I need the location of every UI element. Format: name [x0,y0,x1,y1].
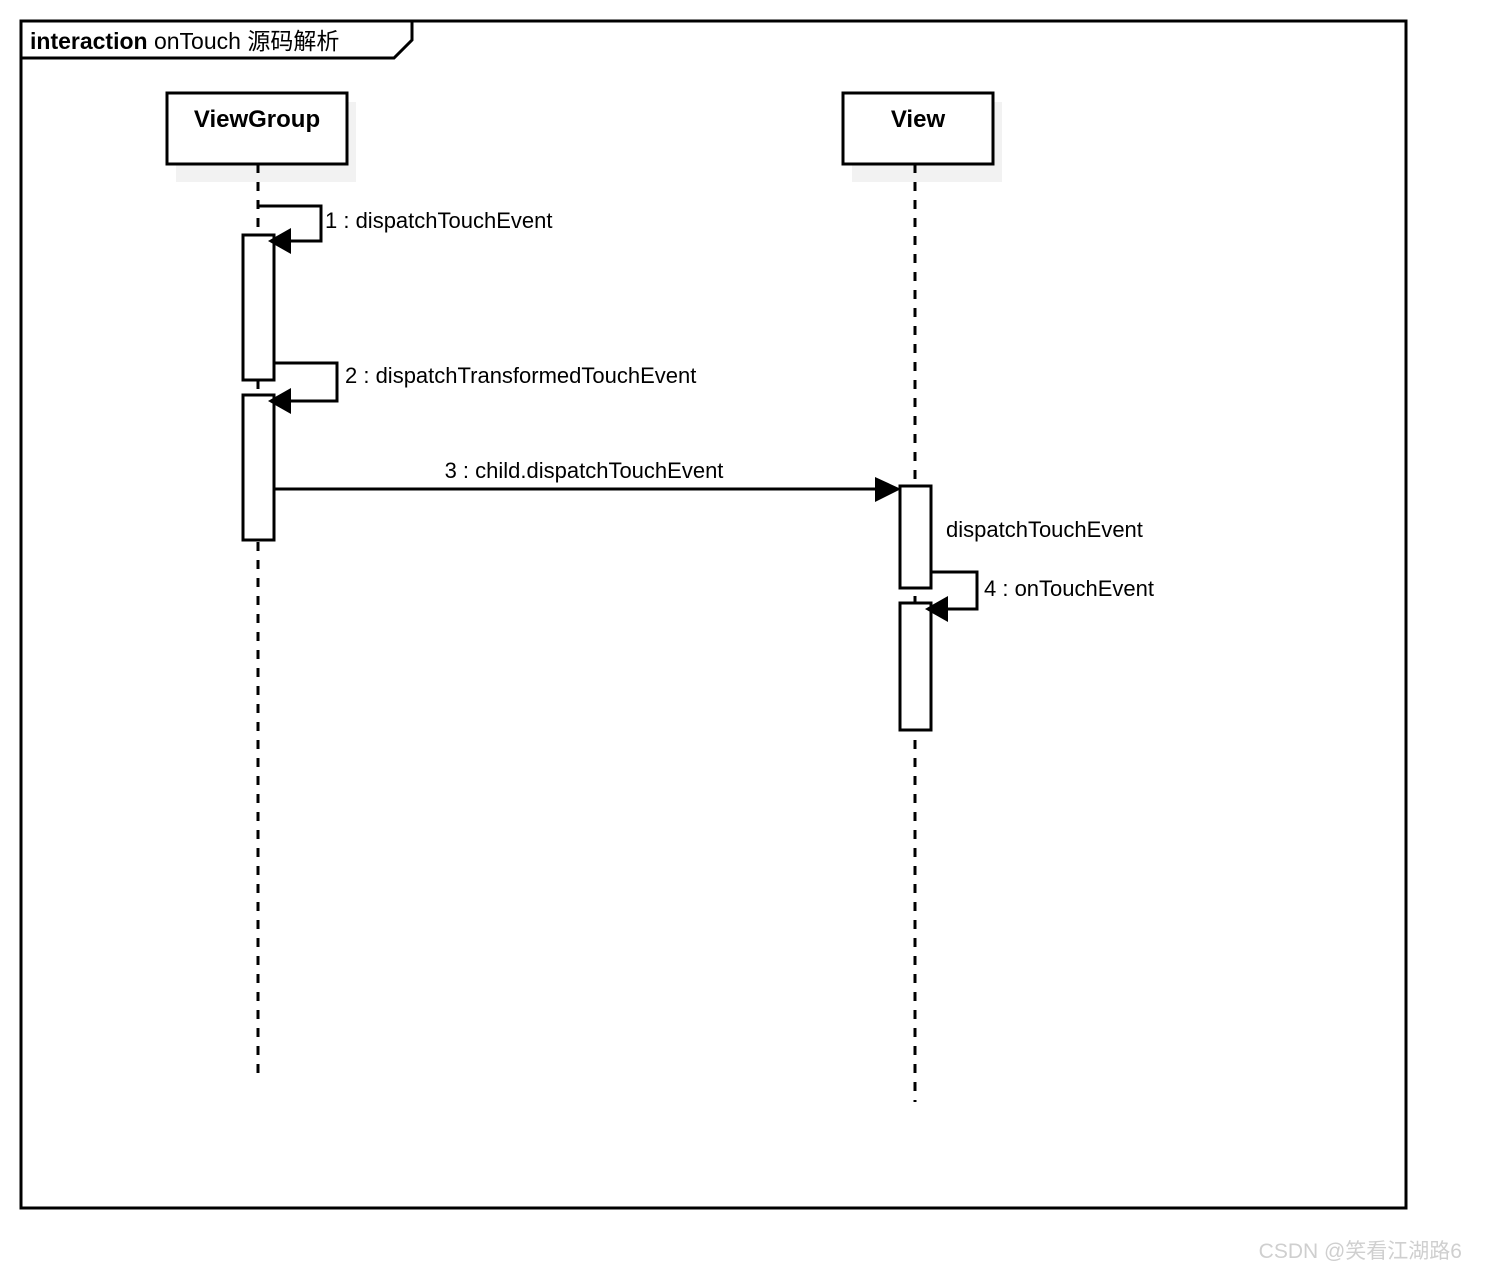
message-2-line[interactable] [274,361,339,403]
view-label: View [891,106,946,133]
message-1-label: 1 : dispatchTouchEvent [325,208,552,233]
message-1-line[interactable] [258,204,323,243]
message-4-line[interactable] [931,570,979,611]
view-activation-1 [898,484,933,590]
view-activation-2 [898,601,933,732]
viewgroup-activation-1 [241,233,276,382]
view-activation-label: dispatchTouchEvent [946,517,1143,542]
frame-title-text: interaction onTouch 源码解析 [30,28,339,54]
view-head-box[interactable] [841,91,995,166]
message-3-arrowhead [875,477,901,502]
frame-title-name: onTouch 源码解析 [154,28,339,54]
message-4-arrowhead [925,596,948,622]
frame-title-tab [19,19,414,60]
message-3-label: 3 : child.dispatchTouchEvent [445,458,724,483]
viewgroup-activation-2 [241,393,276,542]
frame-title-keyword: interaction [30,28,148,54]
csdn-watermark: CSDN @笑看江湖路6 [1259,1240,1462,1263]
interaction-frame [19,19,1408,1210]
message-4-label: 4 : onTouchEvent [984,576,1154,601]
viewgroup-label: ViewGroup [194,106,320,133]
message-1-arrowhead [268,228,291,254]
message-2-arrowhead [268,388,291,414]
message-2-label: 2 : dispatchTransformedTouchEvent [345,363,696,388]
